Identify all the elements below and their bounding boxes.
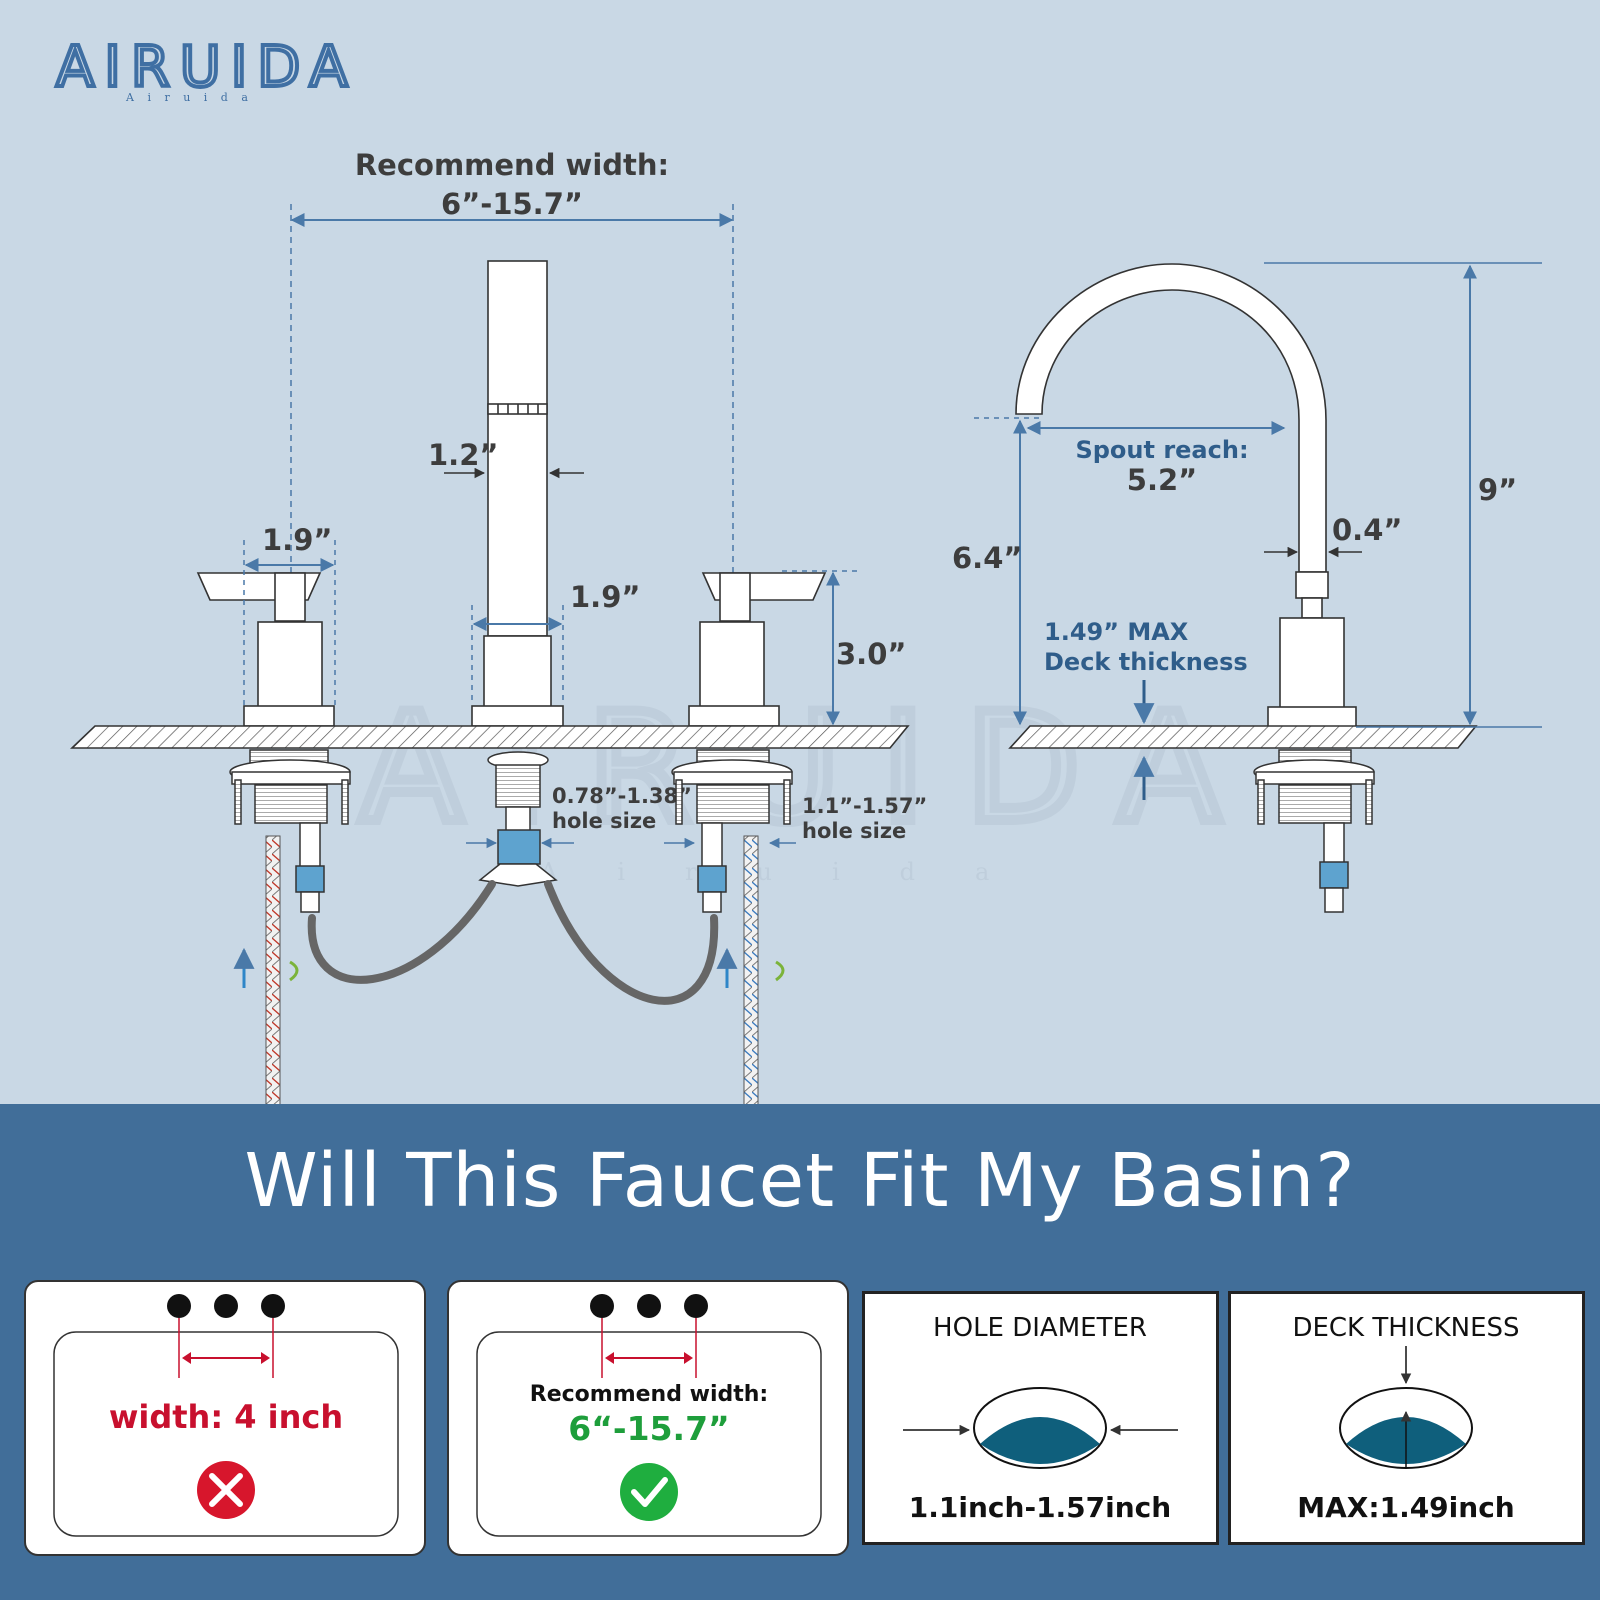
card-wrong-width: width: 4 inch	[24, 1280, 426, 1556]
left-mounting-hardware	[229, 749, 351, 913]
spout-side-view	[1015, 263, 1357, 728]
spray-width-label: 1.2”	[428, 438, 498, 472]
deck-thickness-title: DECK THICKNESS	[1292, 1313, 1519, 1343]
handle-width-label: 1.9”	[262, 523, 332, 557]
card-recommended-width: Recommend width: 6“-15.7”	[447, 1280, 849, 1556]
left-hose	[307, 880, 496, 984]
right-supply-line-cold	[743, 835, 759, 1107]
recommended-width-value: 6“-15.7”	[568, 1409, 729, 1448]
total-height-label: 9”	[1478, 473, 1517, 507]
logo-subtext: A i r u i d a	[125, 91, 253, 104]
right-mounting-hardware	[671, 749, 793, 913]
faucet-dimension-diagram: AIRUIDA A i r u i d a AIRUIDA Airuida Re…	[54, 33, 1542, 1107]
right-handle	[688, 572, 827, 727]
sink-hole	[637, 1294, 661, 1318]
headline: Will This Faucet Fit My Basin?	[244, 1138, 1356, 1224]
logo-text: AIRUIDA	[56, 35, 358, 100]
sink-hole	[590, 1294, 614, 1318]
sink-hole	[261, 1294, 285, 1318]
right-hose	[544, 880, 719, 1005]
brand-logo: AIRUIDA A i r u i d a	[54, 33, 358, 104]
deck-thickness-label: Deck thickness	[1044, 648, 1248, 676]
center-sprayer	[471, 260, 564, 727]
spout-base-width-label: 1.9”	[570, 580, 640, 614]
center-hole-size-label: hole size	[552, 809, 656, 833]
side-hole-size-value: 1.1”-1.57”	[802, 794, 927, 818]
deck-thickness-value: MAX:1.49inch	[1297, 1491, 1514, 1524]
center-hole-size-value: 0.78”-1.38”	[552, 784, 692, 808]
card-hole-diameter: HOLE DIAMETER 1.1inch-1.57inch	[862, 1291, 1219, 1545]
sink-hole	[167, 1294, 191, 1318]
side-hole-size-label: hole size	[802, 819, 906, 843]
spout-tube-label: 0.4”	[1332, 513, 1402, 547]
center-mounting-hardware	[478, 751, 558, 887]
left-supply-line-hot	[265, 835, 281, 1107]
side-mounting-hardware	[1253, 749, 1375, 913]
sink-hole	[684, 1294, 708, 1318]
card-deck-thickness: DECK THICKNESS MAX:1.49inch	[1228, 1291, 1585, 1545]
right-deck	[1008, 725, 1478, 749]
left-deck	[70, 725, 910, 749]
spout-reach-value: 5.2”	[1127, 463, 1197, 497]
spout-reach-label: Spout reach:	[1075, 436, 1248, 464]
svg-text:Airuida: Airuida	[539, 858, 1049, 886]
wrong-width-label: width: 4 inch	[109, 1398, 343, 1436]
handle-height-label: 3.0”	[836, 637, 906, 671]
deck-max-label: 1.49” MAX	[1044, 618, 1189, 646]
recommend-width-value: 6”-15.7”	[441, 187, 583, 221]
hole-diameter-title: HOLE DIAMETER	[933, 1313, 1147, 1343]
left-handle	[196, 572, 335, 727]
check-icon	[620, 1463, 678, 1521]
hole-diameter-value: 1.1inch-1.57inch	[909, 1491, 1171, 1524]
spout-height-label: 6.4”	[952, 541, 1022, 575]
recommended-width-label: Recommend width:	[530, 1382, 768, 1407]
sink-hole	[214, 1294, 238, 1318]
recommend-width-label: Recommend width:	[355, 148, 669, 182]
